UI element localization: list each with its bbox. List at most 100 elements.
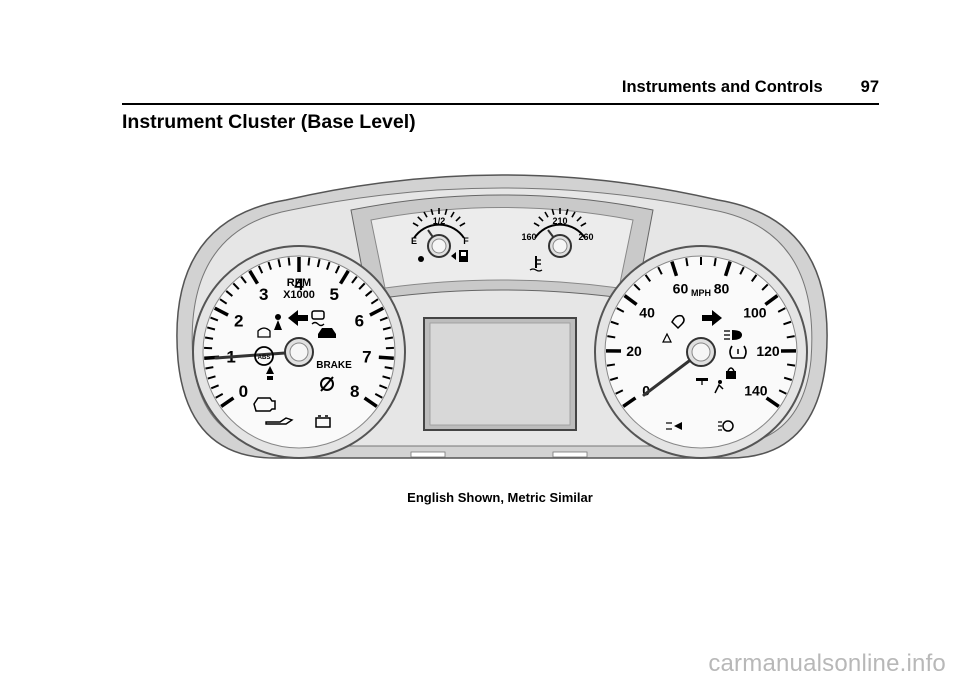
fuel-tick [423, 211, 428, 218]
tach-tick [363, 396, 378, 408]
cruise-icon [671, 314, 685, 330]
speed-tick [610, 320, 619, 326]
abs-icon: ABS [254, 346, 274, 366]
speed-tick-label: 100 [743, 304, 767, 320]
tach-tick [210, 384, 220, 390]
tach-tick [210, 316, 219, 322]
fuel-empty-label: E [411, 236, 417, 246]
high-beam-icon [724, 330, 742, 340]
figure-caption: English Shown, Metric Similar [407, 490, 593, 505]
speed-tick [723, 261, 732, 277]
speed-tick [644, 274, 652, 282]
lamps-outline-icon [718, 420, 734, 432]
speed-tick [786, 335, 795, 339]
seatbelt-icon [274, 314, 282, 330]
fuel-pump-icon [451, 250, 468, 262]
tach-tick [307, 257, 311, 266]
tach-tick [287, 257, 291, 266]
speed-tick [783, 376, 793, 381]
tach-tick [379, 316, 388, 322]
speed-tick [739, 266, 745, 275]
fuel-tick [459, 222, 466, 227]
instrument-cluster-drawing: 012345678 RPM X1000 ABS BRAKE 1/2 [176, 174, 828, 459]
brake-failure-icon [320, 376, 334, 392]
tach-tick-label: 2 [234, 312, 243, 331]
door-ajar-icon [318, 328, 336, 338]
fuel-tick [455, 216, 461, 222]
speed-tick-label: 140 [744, 382, 768, 398]
fuel-gauge: 1/2 E F [411, 208, 469, 262]
tach-tick [219, 298, 228, 305]
speed-tick-label: 20 [626, 343, 642, 359]
watermark: carmanualsonline.info [708, 650, 946, 677]
tach-tick [257, 265, 264, 274]
coolant-temp-icon [529, 256, 543, 272]
tach-tick [232, 282, 240, 290]
instrument-cluster-figure: 012345678 RPM X1000 ABS BRAKE 1/2 [166, 160, 838, 480]
battery-icon [315, 415, 331, 428]
speed-tick-label: 0 [642, 382, 650, 398]
tach-tick [378, 384, 388, 390]
fuel-tick [430, 208, 434, 216]
fuel-half-label: 1/2 [433, 216, 446, 226]
tach-tick [384, 336, 394, 340]
tach-tick [370, 298, 379, 305]
tach-tick [365, 290, 373, 297]
tach-tick-label: 7 [362, 348, 371, 367]
tach-tick [213, 306, 229, 317]
fuel-tick [450, 211, 455, 218]
tach-tick [378, 355, 394, 360]
trim-tab-left [410, 451, 446, 458]
fuel-tick [412, 222, 419, 227]
temp-high-label: 260 [578, 232, 593, 242]
tach-tick [215, 392, 224, 399]
speed-tick [615, 389, 624, 395]
speed-tick [657, 266, 663, 275]
tach-tick [326, 261, 331, 270]
speed-tick [761, 283, 769, 291]
speed-tick [616, 307, 625, 313]
speed-tick [786, 363, 796, 367]
temp-gauge: 210 160 260 [521, 208, 594, 272]
speed-tick-label: 80 [714, 280, 730, 296]
tach-tick [334, 265, 341, 274]
speed-tick [623, 294, 638, 306]
speed-tick [606, 363, 616, 367]
driver-seatbelt-icon [662, 332, 672, 343]
lamps-on-icon [696, 378, 708, 385]
tach-tick [316, 259, 321, 268]
temp-tick [576, 216, 582, 222]
speed-tick [607, 335, 616, 339]
temp-tick [580, 222, 587, 227]
tach-tick [382, 375, 391, 380]
tach-tick-label: 8 [350, 382, 359, 401]
tire-pressure-icon [729, 345, 747, 359]
temp-mid-label: 210 [552, 216, 567, 226]
center-hood-panel [370, 207, 634, 289]
fuel-tick [417, 216, 423, 222]
security-lock-icon [726, 367, 736, 379]
tach-tick [277, 259, 282, 268]
tach-tick-label: 0 [239, 382, 248, 401]
airbag-icon [257, 327, 271, 338]
fog-lamp-icon [666, 422, 682, 430]
trim-tab-right [552, 451, 588, 458]
tach-tick [358, 282, 366, 290]
speed-tick [765, 396, 780, 408]
tach-tick [384, 366, 393, 370]
temp-tick [571, 211, 576, 218]
turn-left-arrow-icon [288, 310, 308, 326]
abs-text: ABS [258, 355, 271, 361]
speed-tick [609, 376, 619, 381]
speed-tick-label: 40 [639, 304, 655, 320]
speed-tick-label: 60 [673, 280, 689, 296]
speed-tick [685, 257, 689, 267]
tach-tick [267, 261, 272, 270]
tach-scale-label: X1000 [283, 289, 315, 301]
tach-tick [225, 290, 233, 297]
speed-tick [670, 261, 679, 277]
tach-tick [240, 276, 247, 284]
speed-tick [750, 274, 758, 282]
tachometer: 012345678 RPM X1000 ABS BRAKE [192, 245, 406, 459]
